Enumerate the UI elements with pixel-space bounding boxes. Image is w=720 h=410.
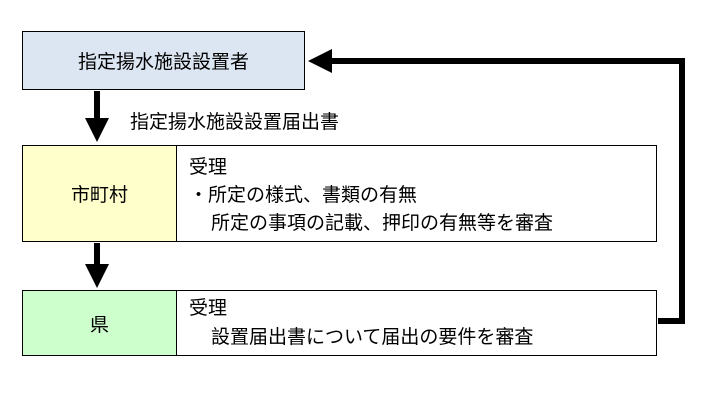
arrow-prefecture-to-installer bbox=[308, 49, 685, 324]
edge-label-notification-form: 指定揚水施設設置届出書 bbox=[130, 111, 340, 133]
node-installer: 指定揚水施設設置者 bbox=[22, 31, 305, 90]
node-municipality: 市町村 bbox=[22, 145, 177, 242]
municipality-desc-heading: 受理 bbox=[189, 156, 228, 178]
node-prefecture: 県 bbox=[22, 290, 177, 356]
municipality-description: 受理 ・所定の様式、書類の有無 所定の事項の記載、押印の有無等を審査 bbox=[176, 145, 657, 242]
prefecture-description: 受理 設置届出書について届出の要件を審査 bbox=[176, 290, 657, 356]
prefecture-desc-line1: 設置届出書について届出の要件を審査 bbox=[211, 326, 534, 348]
municipality-desc-line2: 所定の事項の記載、押印の有無等を審査 bbox=[211, 212, 554, 234]
prefecture-desc-heading: 受理 bbox=[189, 297, 228, 319]
municipality-desc-line1: ・所定の様式、書類の有無 bbox=[189, 184, 418, 206]
